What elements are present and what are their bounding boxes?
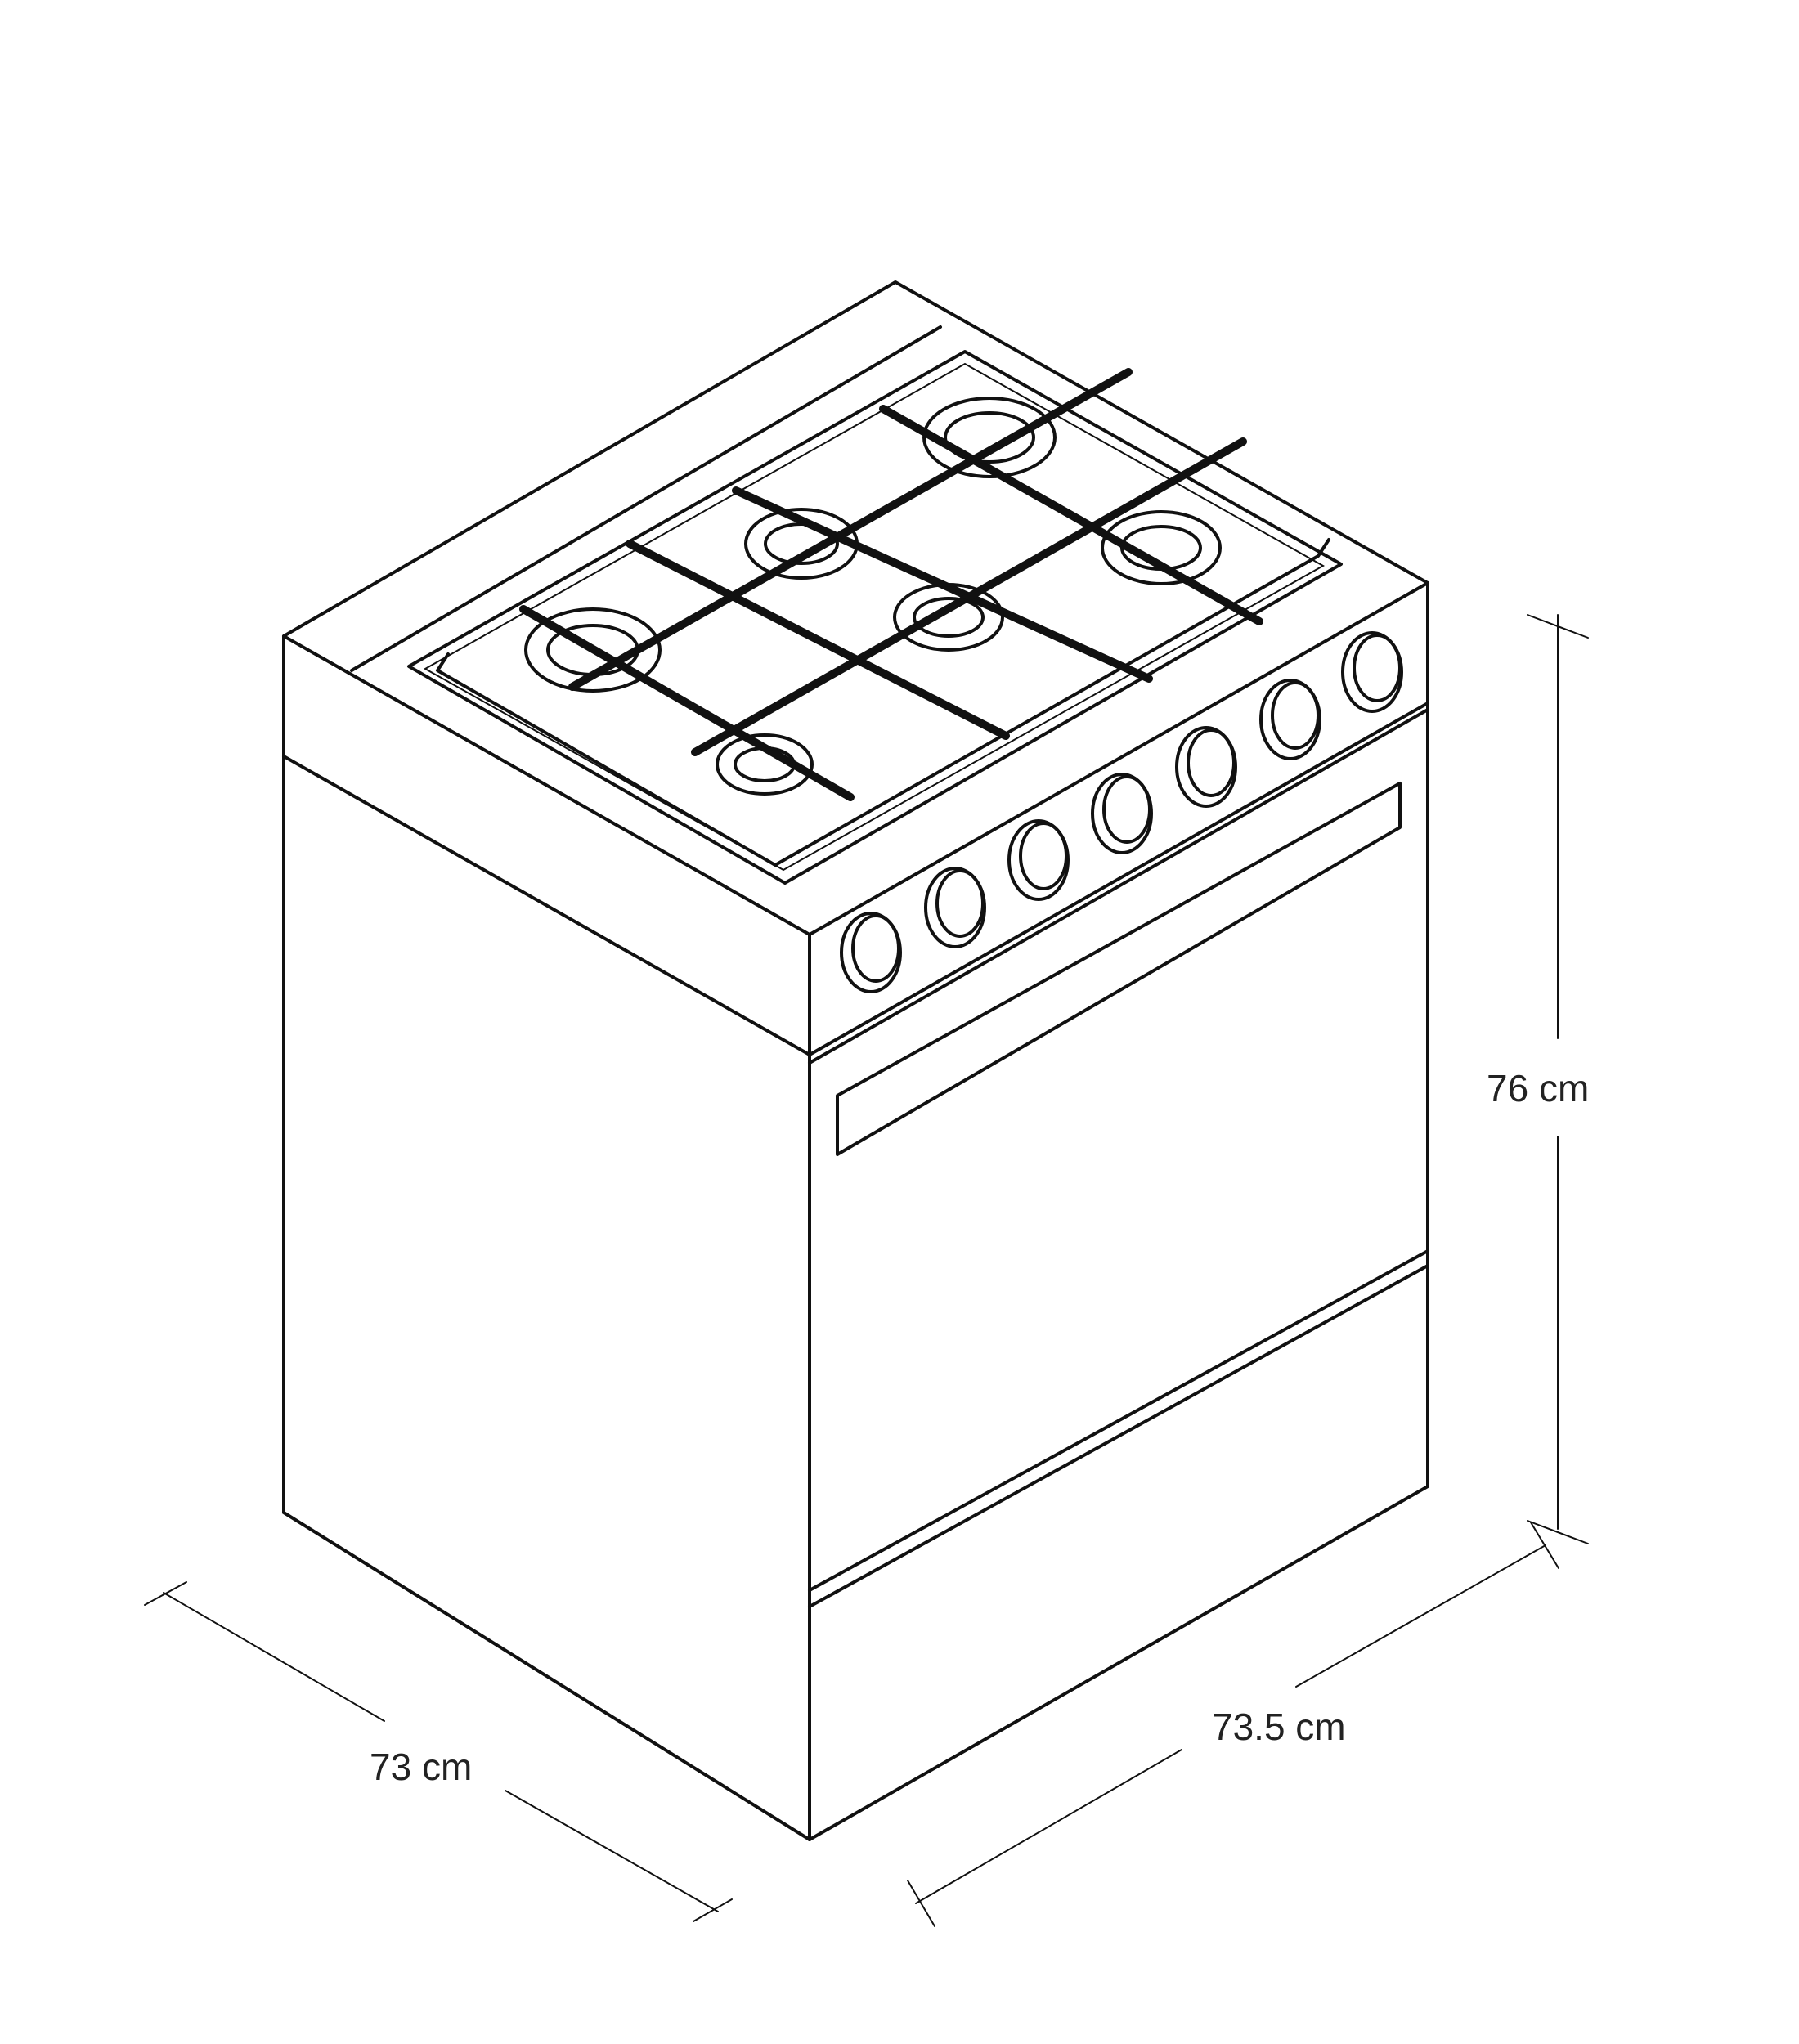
burner-center-left [744, 508, 859, 580]
grates [436, 368, 1330, 867]
control-knobs [840, 631, 1403, 993]
knob-3 [1007, 819, 1070, 901]
oven-door [808, 708, 1429, 1608]
knob-6 [1259, 679, 1321, 760]
height-dimension: 76 cm [1487, 614, 1589, 1544]
cooktop [407, 350, 1343, 885]
knob-7 [1341, 631, 1403, 713]
burner-back [922, 397, 1057, 478]
height-label: 76 cm [1487, 1067, 1589, 1109]
stove-body [282, 280, 1429, 1841]
depth-label: 73 cm [370, 1746, 472, 1788]
width-label: 73.5 cm [1212, 1706, 1346, 1748]
oven-door-handle [836, 782, 1402, 1156]
depth-dimension: 73 cm [144, 1581, 733, 1922]
knob-1 [840, 912, 902, 993]
burners [524, 397, 1222, 796]
burner-front-left [524, 607, 662, 693]
knob-5 [1175, 726, 1237, 808]
width-dimension: 73.5 cm [907, 1522, 1559, 1927]
knob-2 [924, 867, 986, 948]
knob-4 [1091, 773, 1153, 854]
burner-front-small [716, 733, 814, 796]
burner-right [1101, 510, 1222, 585]
burner-center [893, 583, 1004, 652]
